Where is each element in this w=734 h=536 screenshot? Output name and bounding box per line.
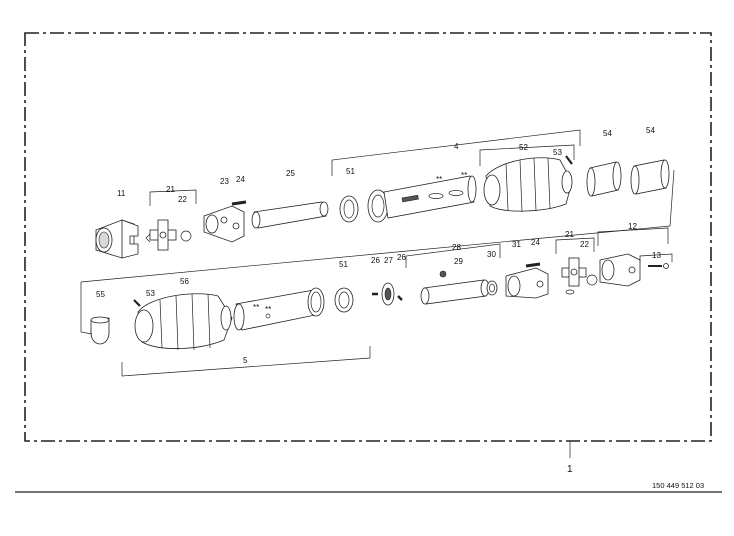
label-26b: 26 [397, 253, 406, 262]
part-24-spring-pin-lower [525, 262, 541, 268]
label-55: 55 [96, 290, 105, 299]
part-30-ring [486, 280, 498, 296]
star-mark-a: ** [436, 175, 442, 184]
part-53-screw-upper [565, 155, 573, 165]
part-56-bellows-lower [134, 293, 233, 351]
label-24-upper: 24 [236, 175, 245, 184]
label-51-upper: 51 [346, 167, 355, 176]
part-26-pin-b [397, 295, 403, 301]
label-53-lower: 53 [146, 289, 155, 298]
part-52-bellows-upper [483, 157, 573, 213]
label-25: 25 [286, 169, 295, 178]
part-53-screw-lower [133, 299, 141, 307]
part-55-cap [90, 316, 110, 345]
label-52: 52 [519, 143, 528, 152]
label-24-lower: 24 [531, 238, 540, 247]
part-54-sleeve-b [630, 159, 670, 195]
drawing-code: 150 449 512 03 [652, 481, 704, 490]
label-28: 28 [452, 243, 461, 252]
label-22-upper: 22 [178, 195, 187, 204]
label-13: 13 [652, 251, 661, 260]
part-27-bearing [381, 282, 395, 306]
label-11: 11 [117, 189, 126, 198]
part-11-flange-yoke [95, 219, 139, 259]
part-13-screw [648, 263, 669, 269]
label-54b: 54 [646, 126, 655, 135]
star-mark-b: ** [461, 171, 467, 180]
part-24-spring-pin [231, 200, 247, 206]
label-22-lower: 22 [580, 240, 589, 249]
part-29-grease-nipple [439, 270, 447, 278]
part-12-yoke [599, 253, 641, 287]
label-31: 31 [512, 240, 521, 249]
label-56: 56 [180, 277, 189, 286]
part-4-guard-tube [367, 175, 477, 223]
label-30: 30 [487, 250, 496, 259]
label-4: 4 [454, 142, 459, 151]
label-26a: 26 [371, 256, 380, 265]
label-1: 1 [567, 464, 573, 475]
assembly-frame [24, 32, 712, 442]
part-54-sleeve-a [586, 161, 622, 197]
label-21-lower: 21 [565, 230, 574, 239]
part-21-cross-journal-lower [561, 257, 598, 295]
label-54a: 54 [603, 129, 612, 138]
star-mark-c: ** [253, 303, 259, 312]
label-27: 27 [384, 256, 393, 265]
part-21-cross-journal [145, 219, 192, 251]
part-51-bearing-ring-upper [339, 195, 359, 223]
label-5: 5 [243, 356, 248, 365]
star-mark-d: ** [265, 305, 271, 314]
part-5-outer-guard-tube [233, 287, 325, 331]
label-12: 12 [628, 222, 637, 231]
part-31-inner-yoke [505, 267, 549, 299]
label-53-upper: 53 [553, 148, 562, 157]
part-23-inner-yoke [203, 205, 245, 243]
label-21-upper: 21 [166, 185, 175, 194]
label-29: 29 [454, 257, 463, 266]
part-28-outer-tube [420, 279, 490, 305]
label-23: 23 [220, 177, 229, 186]
part-25-inner-tube [251, 201, 329, 229]
label-51-lower: 51 [339, 260, 348, 269]
part-51-bearing-ring-lower [334, 287, 354, 313]
